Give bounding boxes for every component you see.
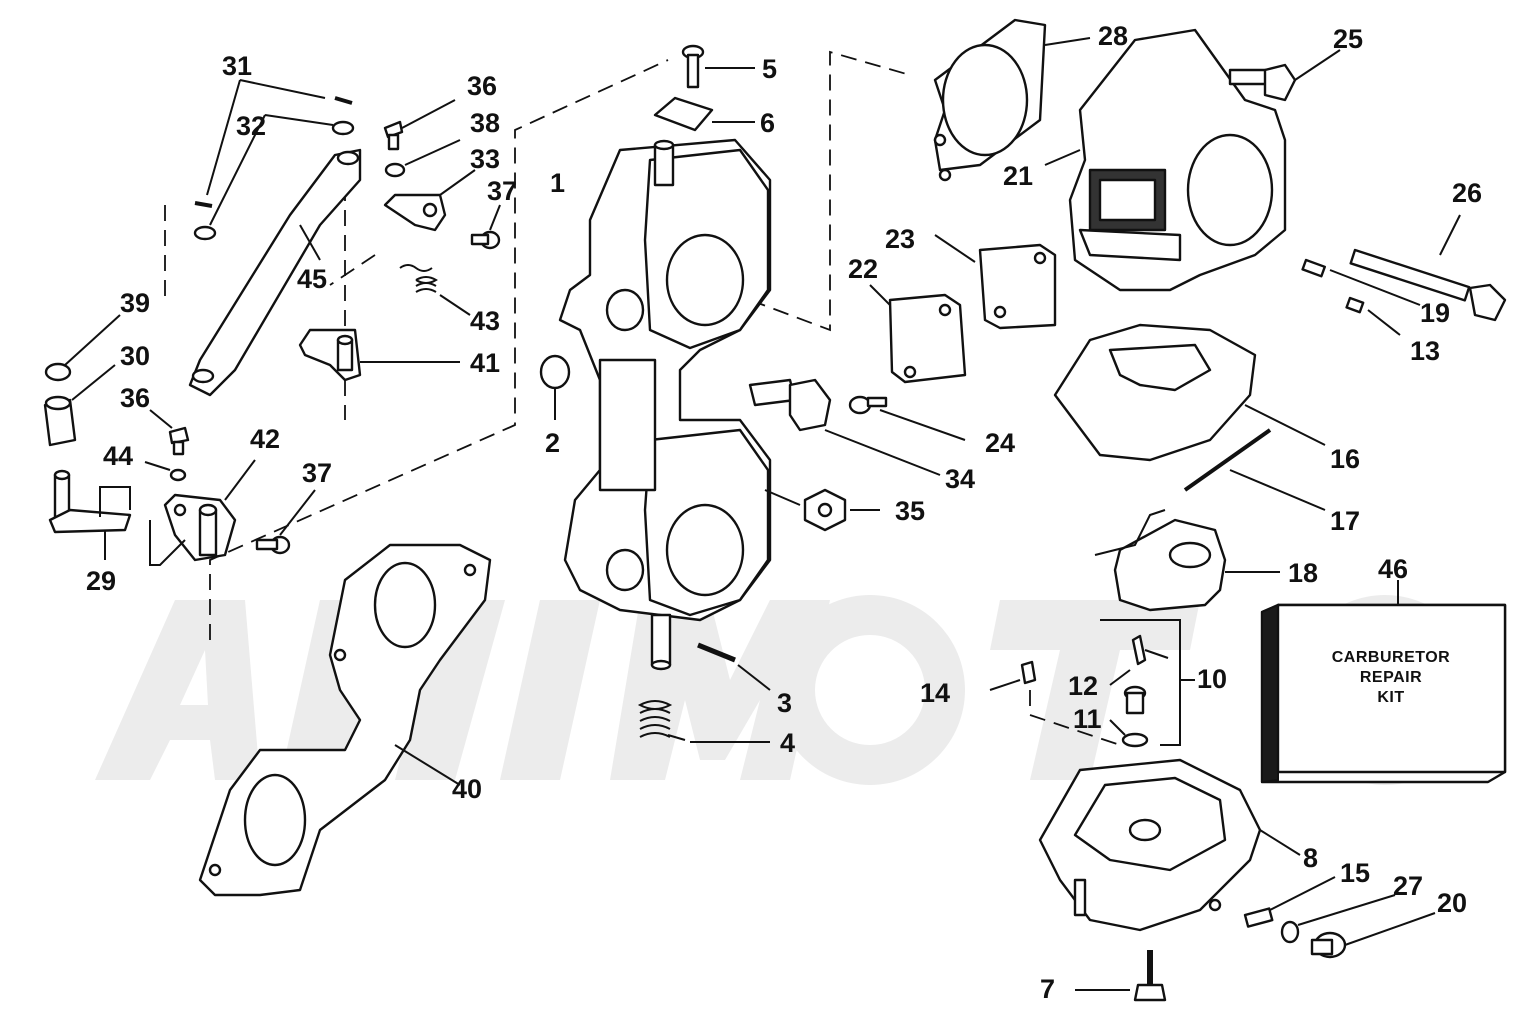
callout-13: 13 — [1410, 336, 1440, 366]
callout-21: 21 — [1003, 161, 1033, 191]
callout-36-top: 36 — [467, 71, 497, 101]
callout-20: 20 — [1437, 888, 1467, 918]
plate-23 — [934, 234, 1057, 330]
callout-12: 12 — [1068, 671, 1098, 701]
screw-36-lower — [149, 409, 190, 456]
callout-31: 31 — [222, 51, 252, 81]
screw-7 — [1075, 950, 1167, 1002]
bracket-10 — [1100, 619, 1195, 746]
screw-13 — [1345, 296, 1401, 336]
callout-14: 14 — [920, 678, 950, 708]
screw-19 — [1301, 258, 1421, 306]
gasket-40 — [198, 543, 492, 897]
float-bowl-8 — [1038, 758, 1301, 932]
callout-24: 24 — [985, 428, 1015, 458]
callout-45: 45 — [297, 264, 327, 294]
callout-16: 16 — [1330, 444, 1360, 474]
callout-1: 1 — [550, 168, 565, 198]
bolt-26 — [1349, 214, 1507, 322]
seat-11 — [1109, 685, 1149, 748]
callout-43: 43 — [470, 306, 500, 336]
callout-28: 28 — [1098, 21, 1128, 51]
gasket-16 — [1053, 323, 1326, 462]
callout-8: 8 — [1303, 843, 1318, 873]
callout-7: 7 — [1040, 974, 1055, 1004]
plug-20 — [1310, 912, 1436, 959]
bolt-25 — [1228, 49, 1341, 102]
jet-14 — [989, 660, 1037, 691]
callout-11: 11 — [1073, 704, 1102, 734]
callout-18: 18 — [1288, 558, 1318, 588]
pin-3 — [697, 642, 771, 691]
callout-26: 26 — [1452, 178, 1482, 208]
repair-kit-label: CARBURETOR REPAIR KIT — [1332, 649, 1450, 706]
spring-43 — [399, 264, 471, 316]
callout-22: 22 — [848, 254, 878, 284]
callout-25: 25 — [1333, 24, 1363, 54]
lever-45 — [188, 148, 362, 397]
kit-line-2: REPAIR — [1360, 669, 1422, 686]
callout-37-bottom: 37 — [302, 458, 332, 488]
shaft-29 — [48, 469, 186, 566]
screw-37-top — [470, 204, 501, 250]
pins-31-32 — [193, 79, 355, 241]
throttle-body-21 — [1044, 28, 1287, 292]
washer-38 — [384, 139, 461, 178]
callout-29: 29 — [86, 566, 116, 596]
callout-labels: 1 2 3 4 5 6 7 8 10 11 12 13 14 15 16 17 … — [86, 21, 1482, 1004]
washer-27 — [1280, 894, 1396, 944]
screw-15 — [1243, 876, 1336, 928]
repair-kit-box — [1260, 580, 1507, 784]
nut-35 — [764, 488, 880, 532]
washer-39 — [44, 314, 121, 382]
callout-32: 32 — [236, 111, 266, 141]
float-18 — [1094, 509, 1280, 612]
gasket-28 — [933, 18, 1091, 182]
screw-5 — [681, 44, 755, 89]
spring-4 — [637, 700, 770, 743]
callout-40: 40 — [452, 774, 482, 804]
screw-36-top — [383, 99, 456, 151]
callout-44: 44 — [103, 441, 133, 471]
cam-33 — [383, 169, 476, 232]
callout-2: 2 — [545, 428, 560, 458]
screw-37-bottom — [255, 489, 316, 555]
callout-19: 19 — [1420, 298, 1450, 328]
callout-46: 46 — [1378, 554, 1408, 584]
washer-44 — [144, 461, 187, 482]
callout-42: 42 — [250, 424, 280, 454]
callout-15: 15 — [1340, 858, 1370, 888]
carburetor-body — [558, 138, 772, 671]
needle-12 — [1109, 634, 1169, 686]
callout-17: 17 — [1330, 506, 1360, 536]
kit-line-3: KIT — [1377, 689, 1404, 706]
callout-5: 5 — [762, 54, 777, 84]
callout-37-top: 37 — [487, 176, 517, 206]
callout-23: 23 — [885, 224, 915, 254]
plate-6 — [653, 96, 755, 132]
callout-4: 4 — [780, 728, 795, 758]
bushing-30 — [43, 364, 116, 447]
callout-34: 34 — [945, 464, 975, 494]
pin-17 — [1183, 428, 1326, 511]
callout-30: 30 — [120, 341, 150, 371]
callout-27: 27 — [1393, 871, 1423, 901]
plug-2 — [539, 354, 571, 420]
screw-24 — [848, 395, 966, 441]
callout-10: 10 — [1197, 664, 1227, 694]
callout-39: 39 — [120, 288, 150, 318]
callout-33: 33 — [470, 144, 500, 174]
callout-6: 6 — [760, 108, 775, 138]
callout-3: 3 — [777, 688, 792, 718]
fitting-34 — [748, 378, 941, 476]
kit-line-1: CARBURETOR — [1332, 649, 1450, 666]
callout-35: 35 — [895, 496, 925, 526]
callout-41: 41 — [470, 348, 500, 378]
callout-36-lower: 36 — [120, 383, 150, 413]
bracket-41 — [298, 328, 460, 382]
callout-38: 38 — [470, 108, 500, 138]
plate-22 — [869, 284, 967, 384]
